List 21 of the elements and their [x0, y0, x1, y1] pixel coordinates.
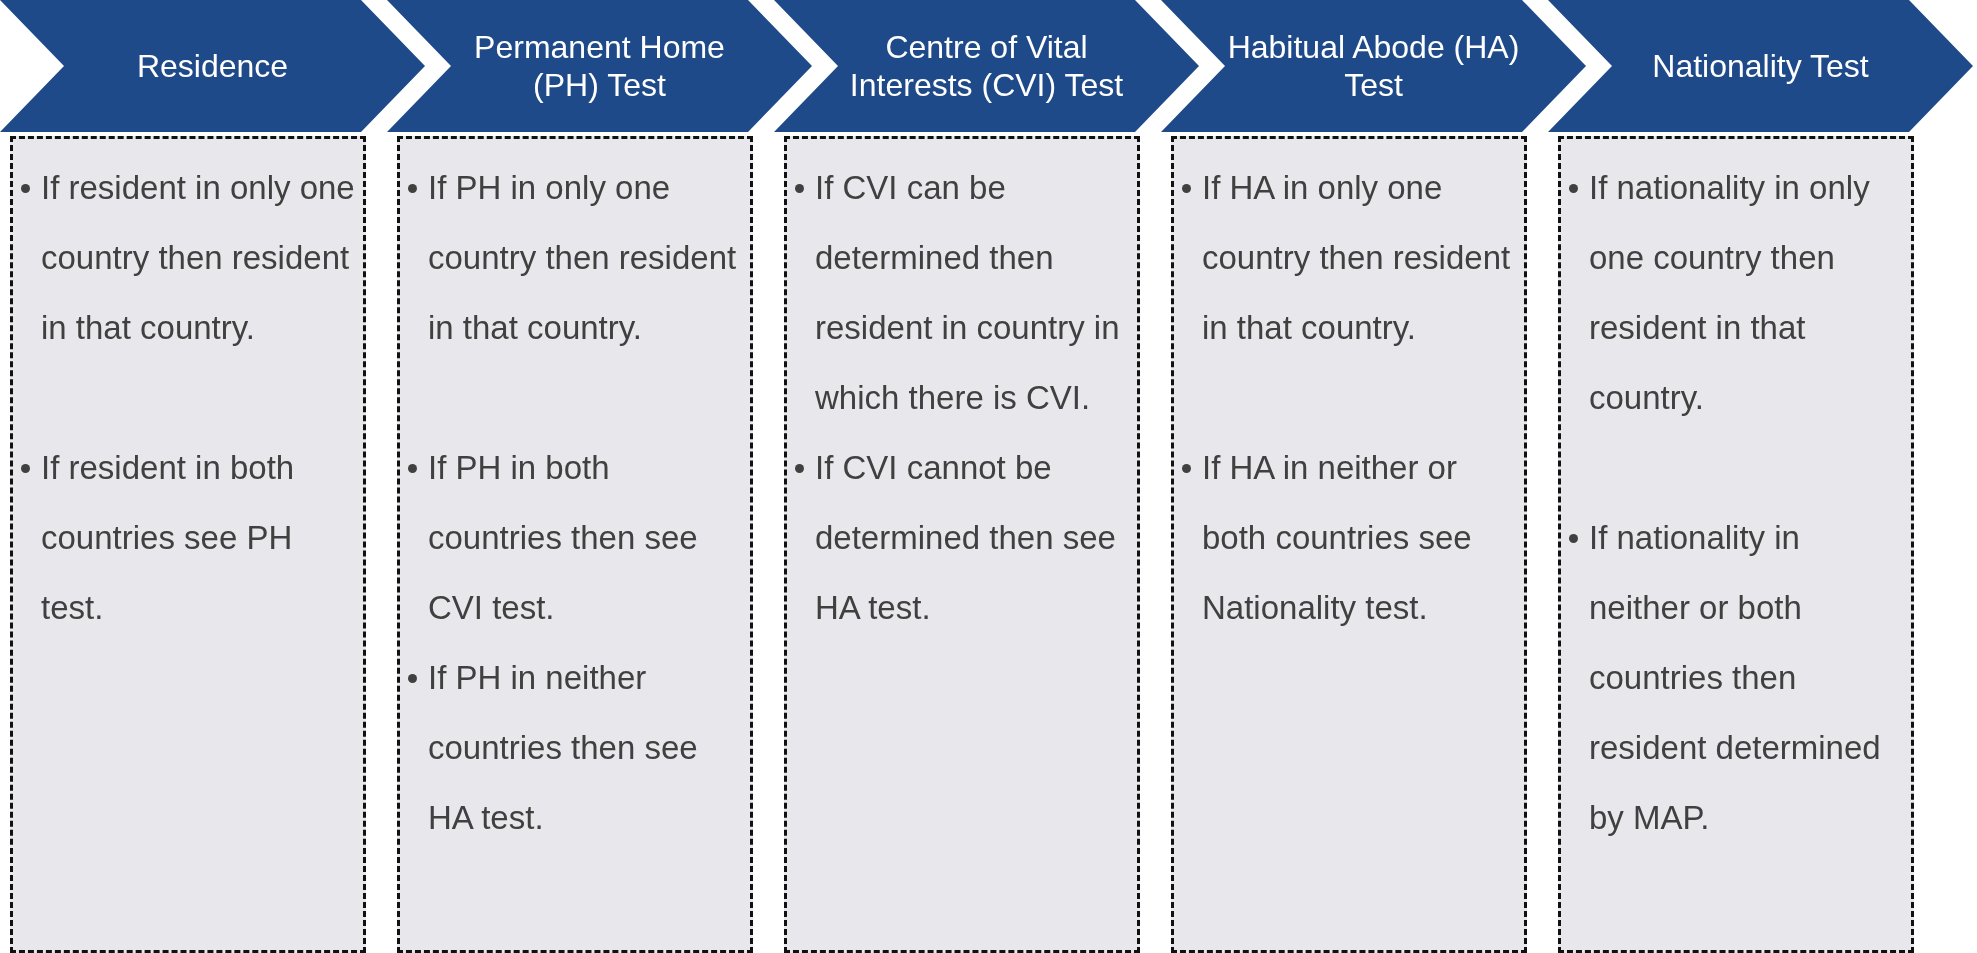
bullet-text: If resident in both countries see PH test. [41, 449, 295, 626]
step-heading: Centre of Vital Interests (CVI) Test [848, 28, 1125, 104]
step-heading: Nationality Test [1652, 47, 1869, 85]
bullet-text: If nationality in neither or both countries then resident determined by MAP. [1589, 519, 1881, 836]
bullet-text: If HA in neither or both countries see Nationality test. [1202, 449, 1472, 626]
step-heading: Permanent Home (PH) Test [473, 28, 726, 104]
dashed-panel [397, 136, 753, 953]
dashed-panel [1171, 136, 1527, 953]
bullet-text: If PH in neither countries then see HA test. [428, 659, 698, 836]
dashed-panel [1558, 136, 1914, 953]
step-heading: Residence [136, 47, 289, 85]
bullet-text: If resident in only one country then resident in that country. [41, 169, 355, 346]
bullet-text: If nationality in only one country then resident in that country. [1589, 169, 1870, 416]
dashed-panel [784, 136, 1140, 953]
bullet-text: If PH in both countries then see CVI test. [428, 449, 698, 626]
bullet-text: If CVI cannot be determined then see HA test. [815, 449, 1116, 626]
dashed-panel [10, 136, 366, 953]
bullet-text: If HA in only one country then resident in that country. [1202, 169, 1511, 346]
bullet-text: If CVI can be determined then resident in country in which there is CVI. [815, 169, 1120, 416]
bullet-text: If PH in only one country then resident in that country. [428, 169, 737, 346]
step-heading: Habitual Abode (HA) Test [1227, 28, 1520, 104]
